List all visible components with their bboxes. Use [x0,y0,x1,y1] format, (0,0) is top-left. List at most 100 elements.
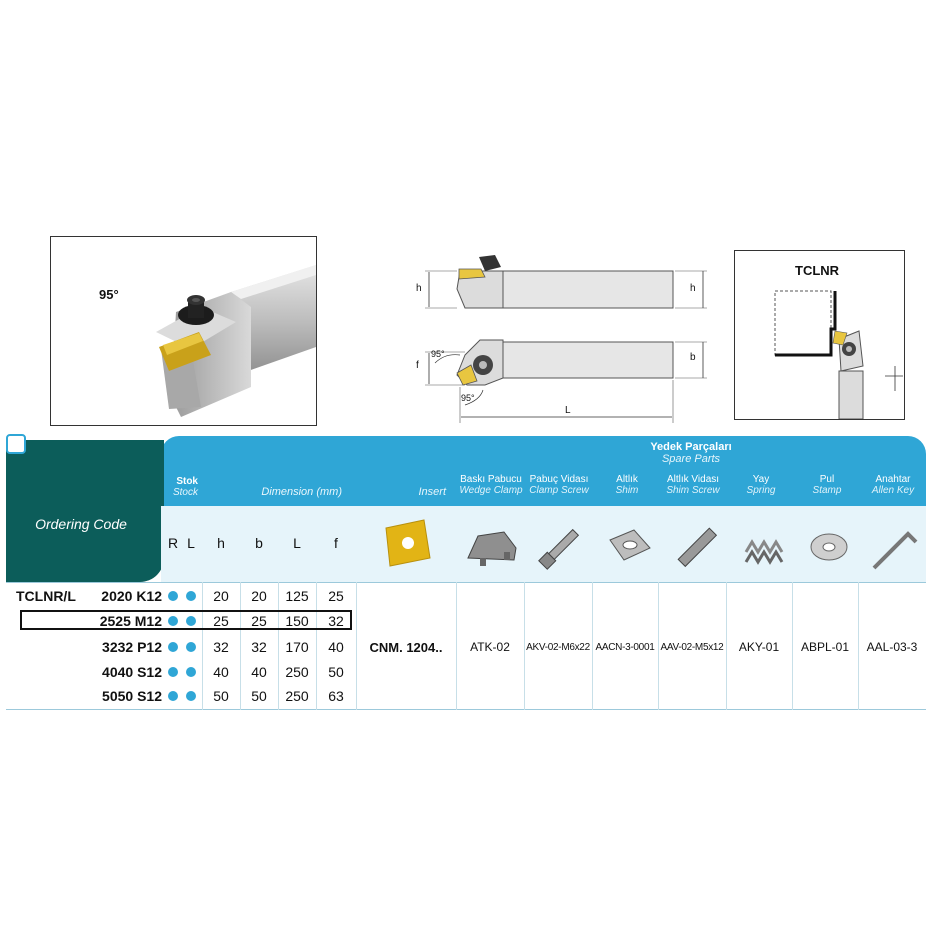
header-band [161,436,926,506]
tool-photo: 95° [50,236,317,426]
spare-col-en: Clamp Screw [529,485,589,496]
row-b: 25 [251,613,267,629]
spare-value-spring: AKY-01 [738,640,780,654]
insert-label: Insert [418,486,446,498]
stock-dot-l [186,642,196,652]
stock-dot-r [168,667,178,677]
stock-dot-r [168,642,178,652]
row-f: 50 [328,664,344,680]
allen-key-icon [872,531,918,570]
spare-col-tr: Anahtar [875,474,911,485]
stock-tr-label: Stok [176,476,198,487]
icons-band [161,506,926,582]
spring-icon [744,539,784,565]
row-code[interactable]: 2020 K12 [101,588,162,604]
spare-value-shim-screw: AAV-02-M5x12 [660,641,724,653]
spare-value-stamp: ABPL-01 [800,640,850,654]
h-left-label: h [416,283,422,294]
ordering-code-label: Ordering Code [35,516,127,532]
stock-dot-l [186,667,196,677]
angle-top-label: 95° [431,349,445,359]
row-h: 20 [213,588,229,604]
row-f: 25 [328,588,344,604]
row-code[interactable]: 2525 M12 [99,613,162,629]
dimension-label: Dimension (mm) [261,486,342,498]
tclnr-schematic: TCLNR [734,250,905,420]
row-h: 50 [213,688,229,704]
row-l: 125 [285,588,309,604]
dim-f-header: f [334,535,338,551]
spare-tr-label: Yedek Parçaları [650,440,732,453]
length-label: L [565,405,571,416]
angle-label: 95° [99,287,119,302]
angle-bottom-label: 95° [461,393,475,403]
spare-value-clamp-screw: AKV-02-M6x22 [526,641,590,653]
spare-col-en: Shim [615,485,639,496]
shim-icon [609,529,651,561]
spare-col-en: Shim Screw [666,485,720,496]
h-right-label: h [690,283,696,294]
insert-value: CNM. 1204.. [369,639,443,655]
spare-col-tr: Baskı Pabucu [460,474,522,485]
ordering-code-panel [6,440,164,582]
row-f: 40 [328,639,344,655]
spare-col-en: Wedge Clamp [459,485,523,496]
clamp-screw-icon [538,528,580,570]
spare-col-en: Spring [746,485,776,496]
stock-dot-l [186,591,196,601]
row-l: 170 [285,639,309,655]
row-b: 50 [251,688,267,704]
row-prefix: TCLNR/L [16,588,76,604]
row-h: 32 [213,639,229,655]
row-b: 20 [251,588,267,604]
spare-col-tr: Altlık Vidası [666,474,720,485]
wedge-clamp-icon [467,531,517,566]
ordering-table: Ordering Code Stok Stock Dimension (mm) … [6,434,928,710]
tool-holder-illustration [156,265,316,417]
washer-icon [810,533,848,561]
stock-dot-l [186,691,196,701]
stock-r-header: R [167,535,179,551]
spare-value-shim: AACN-3-0001 [595,641,655,653]
row-code[interactable]: 5050 S12 [102,688,162,704]
stock-dot-l [186,616,196,626]
row-highlight-frame [20,610,352,630]
stock-l-header: L [187,535,195,551]
row-l: 250 [285,688,309,704]
spare-value-wedge-clamp: ATK-02 [470,640,510,654]
row-b: 32 [251,639,267,655]
row-l: 150 [285,613,309,629]
stock-dot-r [168,616,178,626]
schematic-title: TCLNR [795,263,840,278]
spare-col-tr: Pabuç Vidası [529,474,589,485]
spare-col-en: Stamp [812,485,842,496]
shim-screw-icon [677,527,718,568]
stock-en-label: Stock [172,487,198,498]
technical-drawing: h h f b 95° 95° L [405,245,725,425]
row-b: 40 [251,664,267,680]
row-f: 32 [328,613,344,629]
spare-en-label: Spare Parts [661,452,721,465]
row-code[interactable]: 4040 S12 [102,664,162,680]
stock-dot-r [168,691,178,701]
dim-b-header: b [255,535,263,551]
stock-dot-r [168,591,178,601]
spare-col-tr: Yay [752,474,770,485]
spare-value-allen-key: AAL-03-3 [866,640,918,654]
dim-l-header: L [293,535,301,551]
f-label: f [416,360,419,371]
schematic-illustration [774,290,903,419]
spare-col-tr: Altlık [616,474,638,485]
holder-dimension-drawing [425,255,707,423]
b-label: b [690,352,696,363]
spare-col-tr: Pul [819,474,835,485]
row-l: 250 [285,664,309,680]
dim-h-header: h [217,535,225,551]
spare-col-en: Allen Key [871,485,915,496]
insert-icon [385,519,431,567]
row-code[interactable]: 3232 P12 [102,639,162,655]
row-h: 25 [213,613,229,629]
checkbox-icon[interactable] [6,434,26,454]
row-h: 40 [213,664,229,680]
row-f: 63 [328,688,344,704]
